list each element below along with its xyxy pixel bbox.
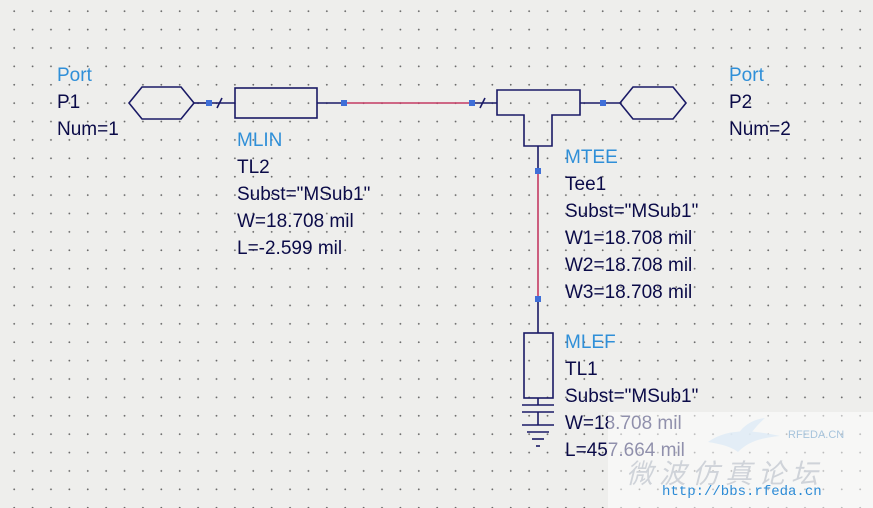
mtee-tee1-label: MTEE Tee1 Subst="MSub1" W1=18.708 mil W2… [565, 144, 698, 306]
component-name: TL1 [565, 359, 598, 380]
param: W2=18.708 mil [565, 255, 693, 276]
component-type: Port [729, 65, 764, 86]
mlin-tl2-symbol[interactable] [209, 87, 344, 119]
mtee-tee1-symbol[interactable] [472, 89, 603, 171]
watermark-panel [608, 412, 873, 508]
component-name: P2 [729, 92, 753, 113]
port-p2-label: Port P2 Num=2 [729, 62, 791, 143]
ground-icon [522, 424, 554, 447]
param: Num=2 [729, 119, 791, 140]
connection-mark [216, 97, 223, 109]
param: W=18.708 mil [237, 211, 354, 232]
port-p1-symbol[interactable] [127, 86, 209, 120]
pin[interactable] [206, 100, 212, 106]
port-p2-symbol[interactable] [603, 86, 688, 120]
watermark-title: 微波仿真论坛 [626, 459, 824, 490]
mlin-tl2-label: MLIN TL2 Subst="MSub1" W=18.708 mil L=-2… [237, 127, 370, 262]
pins [206, 100, 606, 302]
component-type: Port [57, 65, 92, 86]
pin[interactable] [600, 100, 606, 106]
watermark-logo-text: RFEDA.CN [788, 429, 845, 441]
pin[interactable] [469, 100, 475, 106]
mlef-tl1-symbol[interactable] [522, 299, 554, 425]
param: Subst="MSub1" [237, 184, 371, 205]
component-type: MLIN [237, 130, 283, 151]
param: W3=18.708 mil [565, 282, 693, 303]
watermark-url[interactable]: http://bbs.rfeda.cn [662, 484, 822, 500]
param: Subst="MSub1" [565, 386, 699, 407]
param: W1=18.708 mil [565, 228, 693, 249]
component-type: MTEE [565, 147, 618, 168]
pin[interactable] [341, 100, 347, 106]
port-p1-label: Port P1 Num=1 [57, 62, 119, 143]
connection-mark [479, 97, 486, 109]
pin[interactable] [535, 296, 541, 302]
component-name: TL2 [237, 157, 270, 178]
param: Num=1 [57, 119, 119, 140]
component-type: MLEF [565, 332, 616, 353]
component-name: P1 [57, 92, 81, 113]
wires [344, 102, 539, 299]
component-name: Tee1 [565, 174, 607, 195]
pin[interactable] [535, 168, 541, 174]
param: L=-2.599 mil [237, 238, 343, 259]
param: Subst="MSub1" [565, 201, 699, 222]
